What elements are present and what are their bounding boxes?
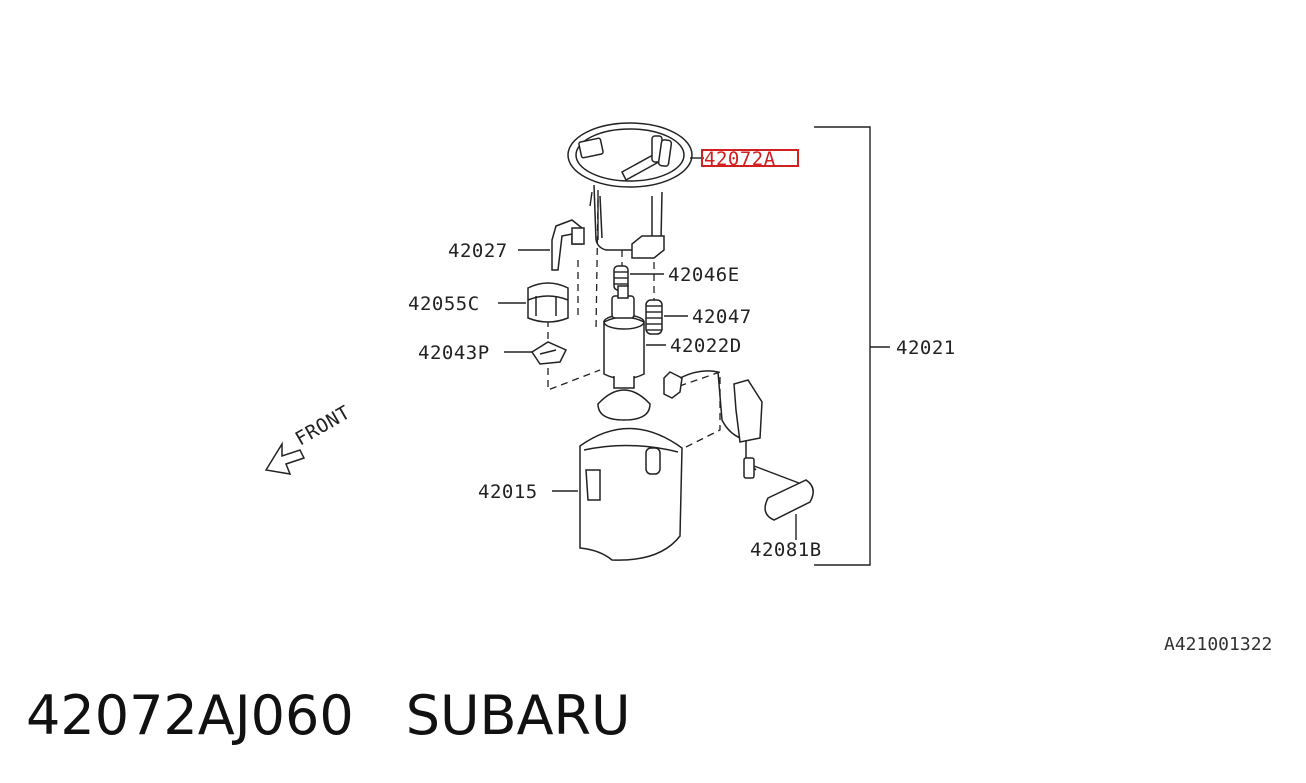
part-label-42015[interactable]: 42015 <box>478 481 538 503</box>
retainer-part-42043P <box>504 341 568 365</box>
part-label-42043P[interactable]: 42043P <box>418 342 490 364</box>
brand-name: SUBARU <box>405 684 631 747</box>
part-label-42022D[interactable]: 42022D <box>670 335 742 357</box>
front-label: FRONT <box>292 401 355 450</box>
strainer-part <box>597 389 651 421</box>
fuel-pump-part-42022D <box>603 285 666 389</box>
pump-housing-part <box>589 184 665 259</box>
reservoir-cup-part-42015 <box>552 427 683 561</box>
pump-flange-part <box>567 122 693 188</box>
part-number: 42072AJ060 <box>26 684 354 747</box>
part-label-42072A: 42072A <box>704 148 776 170</box>
diagram-code: A421001322 <box>1164 634 1273 655</box>
part-label-42081B[interactable]: 42081B <box>750 539 822 561</box>
bracket-part-42027 <box>518 219 585 271</box>
front-direction-arrow: FRONT <box>264 401 355 475</box>
clip-part-42055C <box>498 282 569 323</box>
level-sender-part-42081B <box>663 370 814 540</box>
callout-42072A[interactable]: 42072A <box>690 148 799 170</box>
part-label-42027[interactable]: 42027 <box>448 240 508 262</box>
spring-part-42047 <box>645 299 688 335</box>
part-label-42047[interactable]: 42047 <box>692 306 752 328</box>
part-label-42055C[interactable]: 42055C <box>408 293 480 315</box>
fitting-part-42046E <box>613 265 664 291</box>
assembly-bracket <box>814 126 890 566</box>
part-label-42046E[interactable]: 42046E <box>668 264 740 286</box>
part-label-42021[interactable]: 42021 <box>896 337 956 359</box>
highlight-box <box>701 149 799 167</box>
footer-title: 42072AJ060 SUBARU <box>26 684 631 747</box>
